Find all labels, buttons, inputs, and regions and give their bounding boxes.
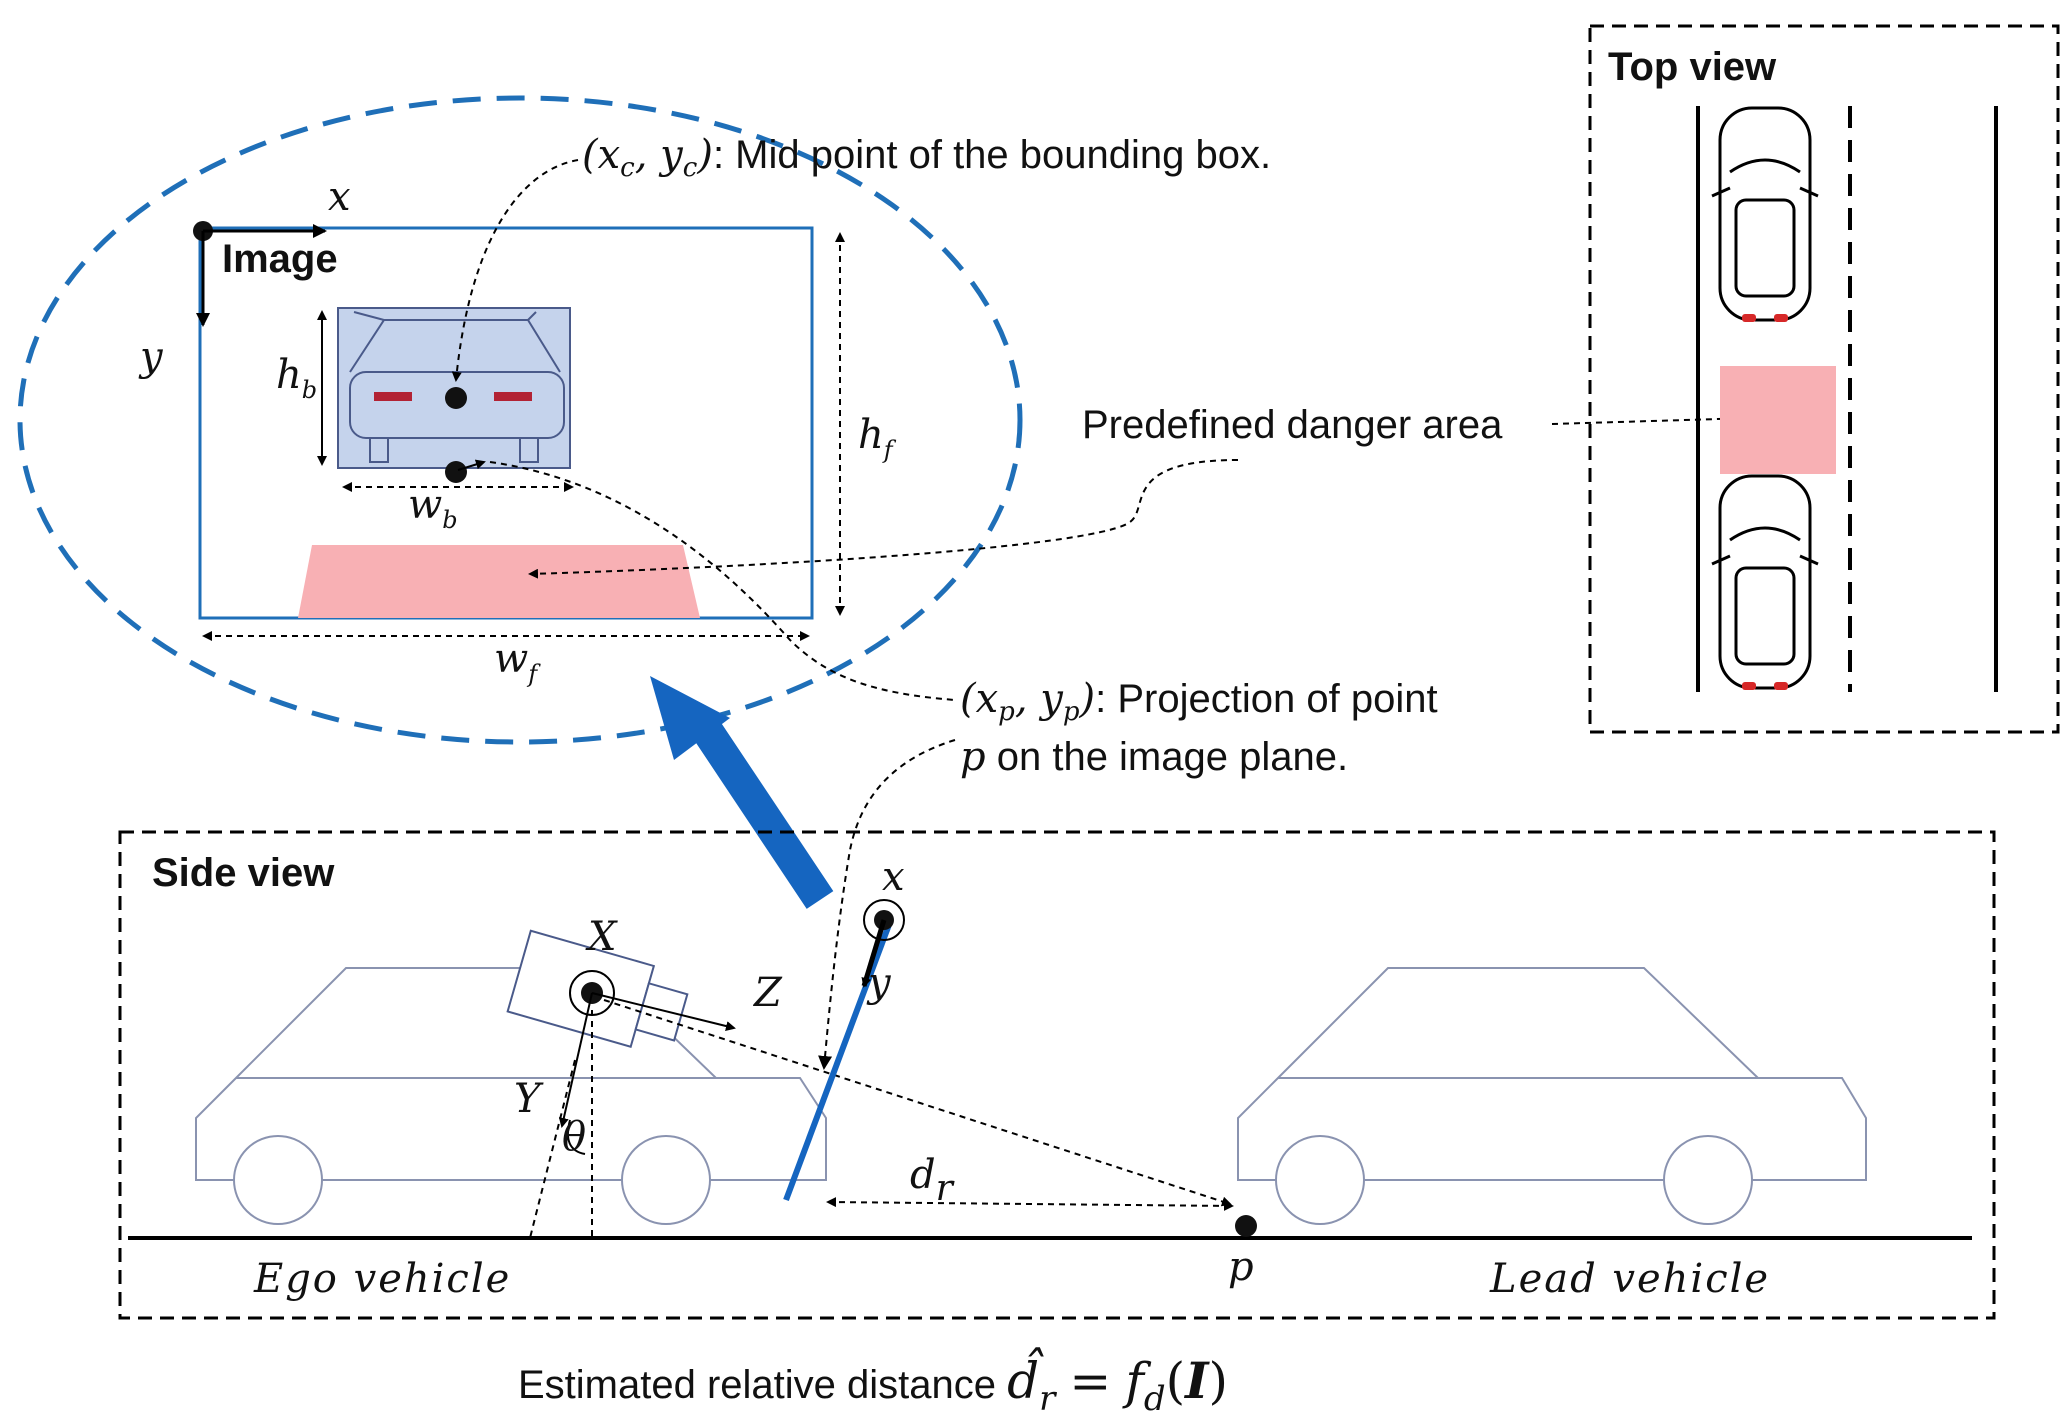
top-view-panel: Top view	[1588, 24, 2060, 734]
hb-label: hb	[276, 352, 317, 404]
camera-z-axis	[591, 992, 736, 1031]
danger-leader-image	[528, 459, 1239, 579]
wb-label: wb	[408, 482, 458, 534]
mid-point-annotation: (xc, yc): Mid point of the bounding box.	[451, 132, 1271, 382]
mid-point-dot	[445, 387, 467, 409]
projection-leader-image	[489, 461, 956, 701]
mid-point-label: (xc, yc): Mid point of the bounding box.	[582, 132, 1271, 183]
blue-arrow-shaft	[686, 711, 834, 909]
camera-to-image-arrow	[650, 676, 834, 909]
dr-label: dr	[910, 1152, 955, 1209]
side-view-frame	[118, 830, 1996, 1320]
danger-area-label: Predefined danger area	[1082, 403, 1503, 447]
lead-vehicle	[1237, 967, 1867, 1225]
image-view-boundary	[17, 95, 1023, 745]
tail-light-left	[374, 392, 412, 401]
blue-arrow-head	[650, 676, 730, 760]
plane-y-label: y	[866, 960, 892, 1006]
projection-label-2: p on the image plane.	[960, 734, 1348, 780]
image-plane	[783, 920, 893, 1202]
caption: Estimated relative distance d̂r=fd(I)	[518, 1346, 1228, 1419]
top-car-rear	[1711, 474, 1819, 690]
camera-Y-label: Y	[514, 1076, 544, 1122]
image-x-label: x	[328, 174, 351, 220]
image-y-label: y	[138, 334, 164, 380]
tail-light-right	[494, 392, 532, 401]
camera-Z-label: Z	[752, 970, 783, 1016]
projection-label-1: (xp, yp): Projection of point	[960, 676, 1438, 727]
theta-label: θ	[562, 1114, 586, 1160]
theta-arc	[566, 1119, 586, 1155]
camera	[506, 929, 689, 1048]
hf-label: hf	[858, 412, 897, 464]
side-view-title: Side view	[152, 851, 335, 895]
image-title: Image	[222, 237, 338, 281]
image-plane-y-axis	[861, 919, 887, 988]
wf-label: wf	[494, 636, 541, 688]
side-view-panel: Side view X Z Y θ	[118, 830, 1996, 1320]
projection-leader-side	[818, 739, 956, 1070]
ego-vehicle-label: Ego vehicle	[253, 1256, 511, 1302]
mid-point-leader	[451, 159, 579, 382]
point-p	[1235, 1215, 1257, 1237]
danger-leader-top	[1551, 413, 1754, 425]
dr-dimension	[826, 1197, 1234, 1211]
top-view-title: Top view	[1608, 45, 1777, 89]
projection-point-dot	[445, 461, 467, 483]
lead-vehicle-label: Lead vehicle	[1489, 1256, 1770, 1302]
top-danger-area	[1720, 366, 1836, 474]
projection-annotation: (xp, yp): Projection of point p on the i…	[457, 459, 1438, 1070]
top-view-frame	[1588, 24, 2060, 734]
danger-area-annotation: Predefined danger area	[528, 403, 1754, 579]
point-p-label: p	[1228, 1244, 1254, 1290]
camera-optical-down	[529, 1059, 576, 1239]
image-danger-area	[298, 545, 700, 618]
camera-y-axis	[558, 992, 593, 1128]
camera-X-label: X	[585, 914, 618, 960]
top-car-front	[1711, 106, 1819, 322]
image-view: x y Image hb wb hf wf	[17, 95, 1023, 745]
plane-x-label: x	[882, 854, 905, 900]
